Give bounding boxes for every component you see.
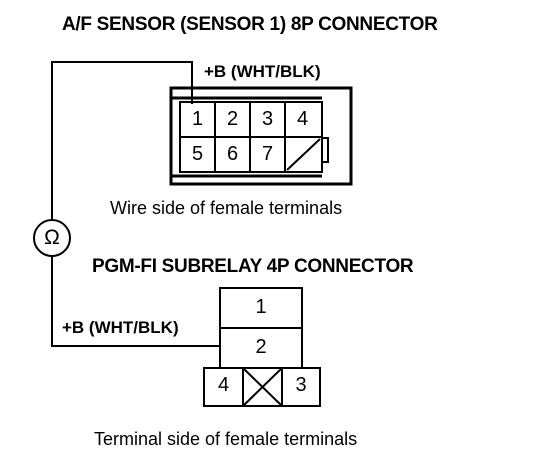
af-pin-1: 1 <box>191 108 204 130</box>
blank-pin-8 <box>286 138 321 171</box>
af-pin-5: 5 <box>191 143 204 165</box>
subrelay-pin-4: 4 <box>217 374 230 396</box>
subrelay-pin-2: 2 <box>255 336 267 358</box>
af-pin-6: 6 <box>226 143 239 165</box>
ohmmeter-circle <box>33 219 71 257</box>
test-wire-top <box>51 61 193 220</box>
blank-pin-x2 <box>242 367 283 407</box>
af-pin-2: 2 <box>226 108 239 130</box>
af-pin-3: 3 <box>261 108 274 130</box>
subrelay-wire-label: +B (WHT/BLK) <box>62 318 179 337</box>
subrelay-connector-caption: Terminal side of female terminals <box>94 429 358 449</box>
af-connector-housing <box>169 86 353 186</box>
ohm-icon: Ω <box>44 226 60 249</box>
af-wire-label: +B (WHT/BLK) <box>204 62 321 81</box>
af-connector-title: A/F SENSOR (SENSOR 1) 8P CONNECTOR <box>62 14 438 35</box>
subrelay-lower-body <box>203 367 321 407</box>
af-pin-7: 7 <box>261 143 274 165</box>
test-wire-bottom <box>51 256 220 347</box>
af-connector-lock-tab <box>321 137 329 163</box>
subrelay-pin-3: 3 <box>295 374 307 396</box>
subrelay-connector-title: PGM-FI SUBRELAY 4P CONNECTOR <box>92 256 414 277</box>
subrelay-pin-1: 1 <box>255 296 267 318</box>
af-pin-4: 4 <box>296 108 309 130</box>
af-connector-caption: Wire side of female terminals <box>110 198 343 218</box>
